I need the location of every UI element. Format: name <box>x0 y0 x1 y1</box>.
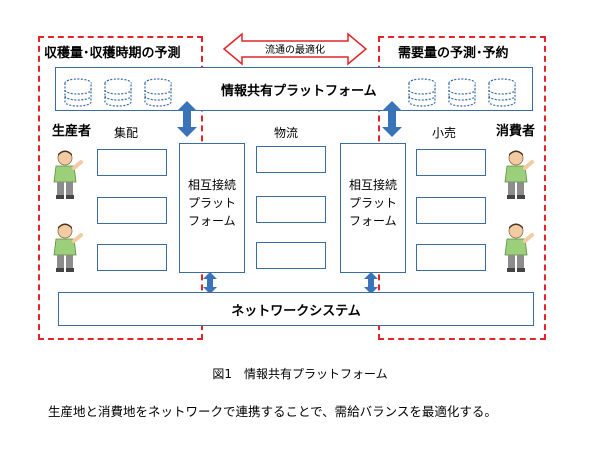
database-icon <box>104 78 132 107</box>
collect-slot <box>97 197 167 224</box>
logistics-slot <box>256 242 326 269</box>
demand-forecast-label: 需要量の予測･予約 <box>398 46 509 61</box>
interconnect-line: 相互接続 <box>349 178 398 192</box>
consumer-label: 消費者 <box>496 124 536 139</box>
network-system-bar: ネットワークシステム <box>58 292 534 326</box>
harvest-forecast-label: 収穫量･収穫時期の予測 <box>44 46 181 61</box>
database-icon <box>448 78 476 107</box>
figure-description: 生産地と消費地をネットワークで連携することで、需給バランスを最適化する。 <box>48 404 497 419</box>
logistics-column-label: 物流 <box>274 126 299 140</box>
database-icons-right <box>408 78 516 107</box>
logistics-slot <box>256 196 326 223</box>
retail-slot <box>416 197 486 224</box>
collect-slot <box>97 149 167 176</box>
interconnect-line: フォーム <box>349 214 397 228</box>
platform-link-arrow-right-icon <box>382 101 402 137</box>
logistics-slot <box>256 146 326 173</box>
figure-caption: 図1 情報共有プラットフォーム <box>212 367 388 381</box>
network-link-arrow-right-icon <box>364 272 378 294</box>
database-icon <box>488 78 516 107</box>
retail-column-label: 小売 <box>432 126 457 140</box>
database-icon <box>64 78 92 107</box>
collect-column-label: 集配 <box>114 126 139 140</box>
database-icons-left <box>64 78 172 107</box>
retail-slot <box>416 149 486 176</box>
optimization-arrow-label: 流通の最適化 <box>265 45 325 56</box>
interconnect-line: 相互接続 <box>188 178 237 192</box>
producer-person-icon <box>53 223 83 272</box>
collect-slot <box>97 244 167 271</box>
interconnect-line: フォーム <box>188 214 236 228</box>
interconnect-line: プラット <box>188 196 237 210</box>
platform-link-arrow-left-icon <box>177 101 197 137</box>
consumer-person-icon <box>504 150 534 199</box>
consumer-person-icon <box>504 223 534 272</box>
optimization-arrow-icon <box>222 32 368 66</box>
database-icon <box>144 78 172 107</box>
database-icon <box>408 78 436 107</box>
producer-label: 生産者 <box>52 124 92 139</box>
interconnect-line: プラット <box>349 196 398 210</box>
network-system-label: ネットワークシステム <box>231 303 361 319</box>
producer-person-icon <box>53 150 83 199</box>
network-link-arrow-left-icon <box>203 272 217 294</box>
interconnect-platform-left: 相互接続 プラット フォーム <box>179 143 245 273</box>
interconnect-platform-right: 相互接続 プラット フォーム <box>340 143 406 273</box>
retail-slot <box>416 244 486 271</box>
info-sharing-platform-label: 情報共有プラットフォーム <box>221 83 377 99</box>
